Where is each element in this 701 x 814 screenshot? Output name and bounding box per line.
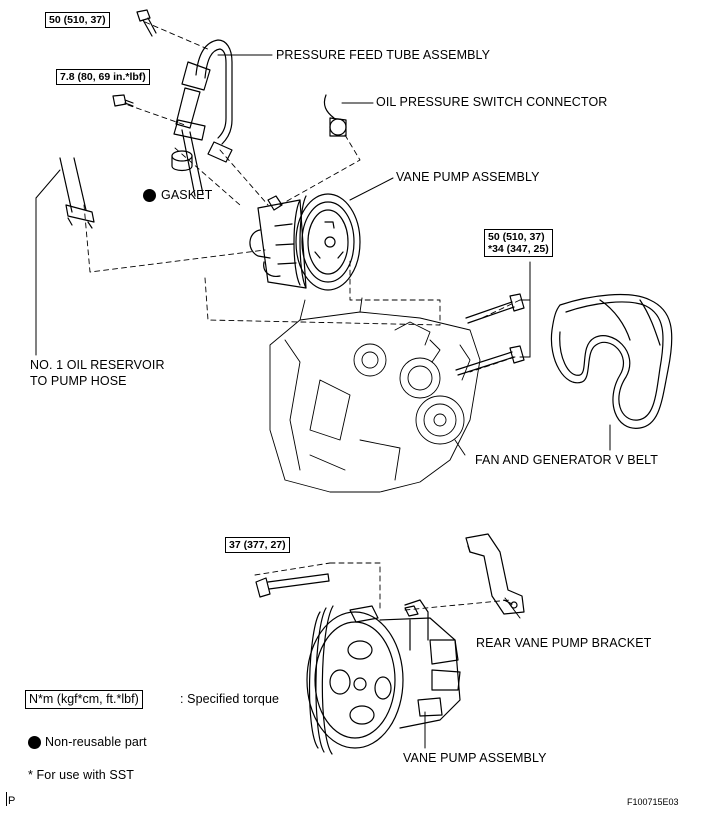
label-rear-bracket: REAR VANE PUMP BRACKET — [476, 636, 652, 650]
torque-clamp-bolt: 7.8 (80, 69 in.*lbf) — [56, 69, 150, 85]
dashed-lines — [83, 21, 521, 611]
label-fan-belt: FAN AND GENERATOR V BELT — [475, 453, 658, 467]
nonreusable-dot-icon — [143, 189, 156, 202]
footer-left-mark: P — [8, 795, 16, 807]
vane-pump-top-drawing — [249, 193, 361, 291]
label-oil-pressure-switch: OIL PRESSURE SWITCH CONNECTOR — [376, 95, 608, 109]
reservoir-hose-drawing — [59, 157, 95, 229]
feed-tube-bolt-drawing — [136, 9, 157, 37]
gasket-drawing — [171, 150, 193, 172]
pressure-feed-tube-drawing — [173, 39, 233, 197]
legend-torque-desc: : Specified torque — [180, 692, 280, 706]
leader-lines — [35, 54, 611, 749]
torque-long-bolt: 37 (377, 27) — [225, 537, 290, 553]
torque-pump-bolts: 50 (510, 37) *34 (347, 25) — [484, 229, 553, 257]
torque-pump-bolts-line2: *34 (347, 25) — [488, 243, 549, 255]
legend-nonreusable: Non-reusable part — [45, 735, 147, 749]
long-bolt-drawing — [255, 573, 330, 598]
legend-nonreusable-dot-icon — [28, 736, 41, 749]
vane-pump-bottom-drawing — [306, 599, 461, 755]
label-pressure-feed-tube: PRESSURE FEED TUBE ASSEMBLY — [276, 48, 491, 62]
legend-torque-unit: N*m (kgf*cm, ft.*lbf) — [25, 690, 143, 709]
label-reservoir-hose-line2: TO PUMP HOSE — [30, 374, 127, 388]
label-vane-pump-bottom: VANE PUMP ASSEMBLY — [403, 751, 547, 765]
label-gasket: GASKET — [161, 188, 213, 202]
label-vane-pump-top: VANE PUMP ASSEMBLY — [396, 170, 540, 184]
legend-sst-note: * For use with SST — [28, 768, 134, 782]
label-reservoir-hose-line1: NO. 1 OIL RESERVOIR — [30, 358, 165, 372]
rear-bracket-drawing — [465, 533, 525, 615]
v-belt-drawing — [550, 293, 673, 429]
clamp-bolt-drawing — [112, 94, 134, 107]
torque-feed-tube-bolt: 50 (510, 37) — [45, 12, 110, 28]
footer-figure-id: F100715E03 — [627, 797, 679, 807]
torque-pump-bolts-line1: 50 (510, 37) — [488, 231, 545, 243]
footer-left-bar — [6, 792, 7, 806]
pump-bolts-drawing — [455, 293, 525, 376]
engine-block-drawing — [269, 297, 481, 493]
oil-switch-connector-drawing — [323, 94, 347, 137]
